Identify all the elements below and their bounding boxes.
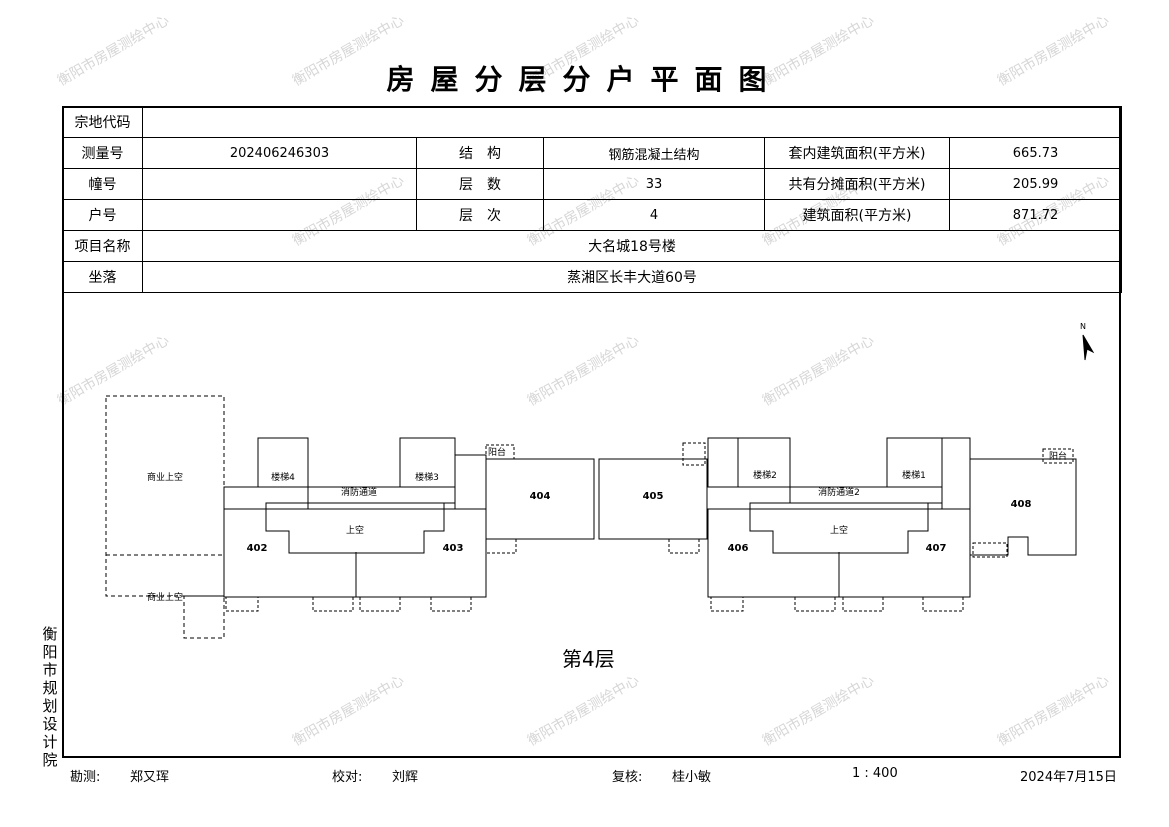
location-value: 蒸湘区长丰大道60号 — [141, 261, 1123, 293]
building-no-value — [142, 168, 417, 200]
structure-value: 钢筋混凝土结构 — [543, 137, 765, 169]
project-name-value: 大名城18号楼 — [141, 230, 1123, 262]
reviewer-label: 复核: — [612, 770, 643, 785]
stair-2-outline — [737, 437, 791, 488]
shared-area-label: 共有分摊面积(平方米) — [764, 168, 950, 200]
building-no-label: 幢号 — [62, 168, 143, 200]
balcony-label: 阳台 — [488, 446, 506, 458]
unit-406-label: 406 — [728, 543, 749, 554]
floor-caption: 第4层 — [562, 647, 615, 671]
unit-408-outline — [969, 458, 1077, 556]
reviewer-name: 桂小敏 — [672, 770, 712, 785]
north-label: N — [1080, 322, 1086, 331]
unit-405-label: 405 — [643, 491, 664, 502]
commercial-void-label: 商业上空 — [147, 591, 183, 603]
unit-402-label: 402 — [247, 543, 268, 554]
table-row: 坐落 蒸湘区长丰大道60号 — [62, 261, 1123, 293]
location-label: 坐落 — [62, 261, 143, 293]
page-title: 房屋分层分户平面图 — [386, 63, 783, 96]
void-left-outline — [265, 502, 445, 554]
void-right-label: 上空 — [830, 524, 848, 536]
building-area-value: 871.72 — [948, 199, 1123, 231]
shared-area-value: 205.99 — [948, 168, 1123, 200]
stair-2-label: 楼梯2 — [753, 469, 777, 481]
unit-402-403-outline — [223, 508, 487, 598]
commercial-void-area — [105, 395, 225, 597]
stair-3-label: 楼梯3 — [415, 471, 439, 483]
checker-label: 校对: — [332, 770, 363, 785]
scale-text: 1 : 400 — [852, 766, 898, 781]
void-right-outline — [749, 502, 929, 554]
stair-1-label: 楼梯1 — [902, 469, 926, 481]
table-row: 幢号 层 数 33 共有分摊面积(平方米) 205.99 — [62, 168, 1123, 200]
stair-4-label: 楼梯4 — [271, 471, 295, 483]
table-row: 项目名称 大名城18号楼 — [62, 230, 1123, 262]
balcony-label: 阳台 — [1049, 450, 1067, 462]
unit-404-label: 404 — [530, 491, 551, 502]
unit-no-value — [142, 199, 417, 231]
commercial-void-label: 商业上空 — [147, 471, 183, 483]
unit-no-label: 户号 — [62, 199, 143, 231]
checker-name: 刘辉 — [392, 770, 419, 785]
structure-label: 结 构 — [416, 137, 544, 169]
commercial-void-annex — [183, 595, 225, 639]
parcel-code-value — [141, 106, 1123, 138]
corridor-right-outline — [789, 486, 943, 504]
unit-407-label: 407 — [926, 543, 947, 554]
inner-area-label: 套内建筑面积(平方米) — [764, 137, 950, 169]
floor-plan: 商业上空 商业上空 楼梯4 楼梯3 楼梯2 楼梯1 上空 上空 消防通道 消防通… — [105, 322, 1095, 639]
floor-label: 层 次 — [416, 199, 544, 231]
surveyor-label: 勘测: — [70, 770, 101, 785]
parcel-code-label: 宗地代码 — [62, 106, 143, 138]
project-name-label: 项目名称 — [62, 230, 143, 262]
table-row: 测量号 202406246303 结 构 钢筋混凝土结构 套内建筑面积(平方米)… — [62, 137, 1123, 169]
unit-408-label: 408 — [1011, 499, 1032, 510]
date-text: 2024年7月15日 — [1020, 770, 1117, 785]
surveyor-name: 郑又珲 — [130, 770, 170, 785]
inner-area-value: 665.73 — [948, 137, 1123, 169]
survey-no-label: 测量号 — [62, 137, 143, 169]
survey-no-value: 202406246303 — [142, 137, 417, 169]
unit-403-label: 403 — [443, 543, 464, 554]
north-arrow-icon — [1082, 334, 1095, 361]
unit-405-outline — [598, 458, 708, 540]
table-row: 宗地代码 — [62, 106, 1123, 138]
corridor-left-label: 消防通道 — [341, 486, 377, 498]
floors-label: 层 数 — [416, 168, 544, 200]
void-left-label: 上空 — [346, 524, 364, 536]
building-area-label: 建筑面积(平方米) — [764, 199, 950, 231]
institute-name: 衡阳市规划设计院 — [42, 625, 58, 769]
floor-value: 4 — [543, 199, 765, 231]
floors-value: 33 — [543, 168, 765, 200]
unit-404-outline — [485, 458, 595, 540]
corridor-right-label: 消防通道2 — [818, 486, 860, 498]
table-row: 户号 层 次 4 建筑面积(平方米) 871.72 — [62, 199, 1123, 231]
corridor-left-outline — [307, 486, 456, 504]
info-table: 宗地代码 测量号 202406246303 结 构 钢筋混凝土结构 套内建筑面积… — [62, 106, 1123, 293]
